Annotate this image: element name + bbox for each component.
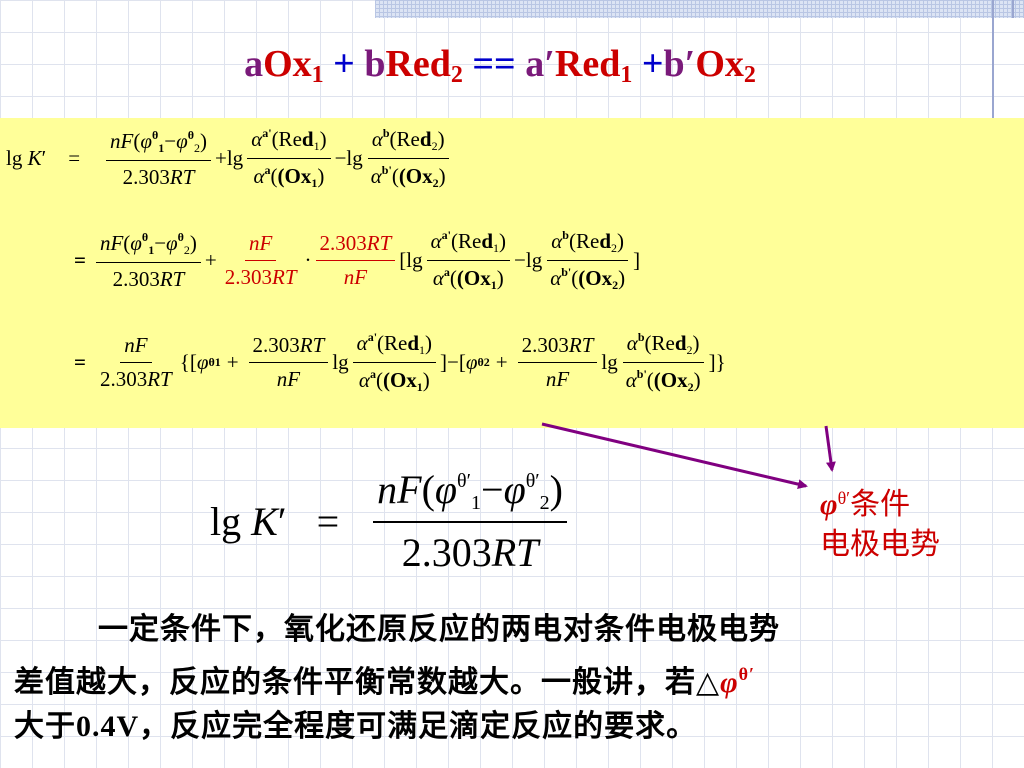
fraction: αa'(Red1) αa((Ox1)	[247, 126, 331, 191]
equation-line-1: lg K′ = nF(φθ1−φθ2) 2.303RT +lg αa'(Red1…	[6, 126, 454, 191]
fraction: nF(φθ1−φθ2) 2.303RT	[106, 128, 211, 190]
vertical-rule-short	[1012, 0, 1014, 18]
fraction: nF(φθ1−φθ2) 2.303RT	[95, 230, 201, 292]
equation-line-2: = nF(φθ1−φθ2) 2.303RT + nF 2.303RT · 2.3…	[74, 228, 641, 293]
arrow-from-phi2	[824, 425, 836, 472]
fraction: nF(φθ′1−φθ′2) 2.303RT	[373, 466, 567, 576]
derivation-highlight: lg K′ = nF(φθ1−φθ2) 2.303RT +lg αa'(Red1…	[0, 118, 1024, 428]
fraction: nF 2.303RT	[99, 333, 172, 391]
fraction: 2.303RT nF	[248, 333, 329, 392]
fraction: αa'(Red1) αa((Ox1)	[352, 330, 437, 395]
reaction-title: aOx1 + bRed2 == a′Red1 +b′Ox2	[244, 43, 756, 88]
vertical-rule	[992, 0, 994, 118]
description-text: 一定条件下，氧化还原反应的两电对条件电极电势 差值越大，反应的条件平衡常数越大。…	[14, 612, 780, 744]
fraction: 2.303RT nF	[315, 231, 396, 290]
fraction: nF 2.303RT	[224, 231, 297, 289]
fraction: αb(Red2) αb'((Ox2)	[622, 330, 705, 395]
result-equation: lg K′ = nF(φθ′1−φθ′2) 2.303RT	[210, 466, 571, 576]
arrow-from-phi1	[541, 422, 808, 490]
condition-potential-label: φθ′条件 电极电势	[820, 487, 940, 562]
fraction: αb(Red2) αb'((Ox2)	[546, 228, 629, 293]
fraction: 2.303RT nF	[517, 333, 598, 392]
fraction: αa'(Red1) αa((Ox1)	[426, 228, 511, 293]
fraction: αb(Red2) αb'((Ox2)	[367, 126, 450, 191]
corner-decoration	[375, 0, 1024, 18]
